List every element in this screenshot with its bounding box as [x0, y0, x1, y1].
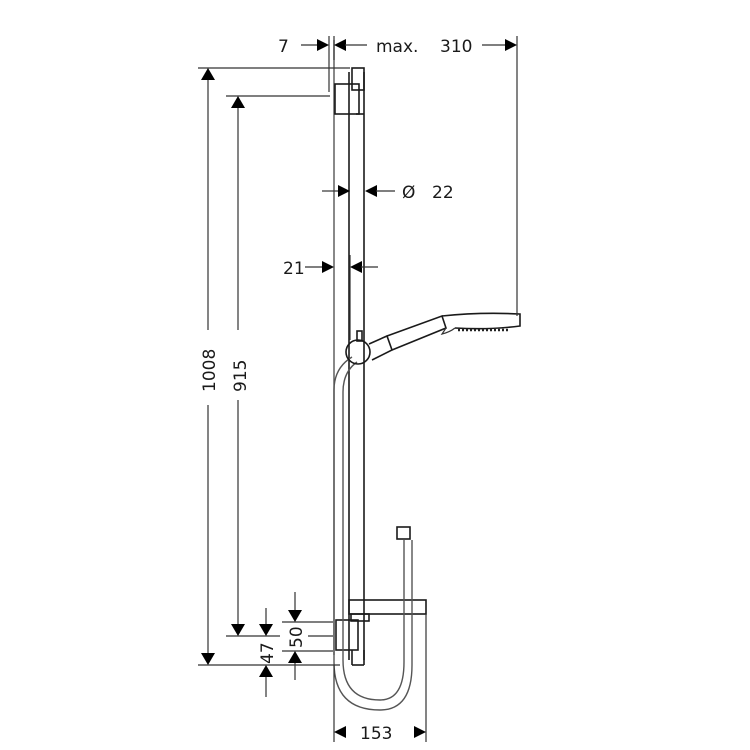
- dim-diameter-symbol: Ø: [402, 183, 415, 203]
- dim-total-height: 1008: [200, 349, 220, 392]
- dimension-lower: 47 50: [258, 592, 333, 697]
- dim-handshower-reach: 310: [440, 37, 472, 57]
- dim-max-label: max.: [376, 37, 418, 57]
- dimension-diameter: Ø 22: [322, 183, 454, 203]
- dim-lower-offset: 47: [258, 642, 278, 664]
- hand-shower: [345, 312, 521, 365]
- shower-hose: [333, 356, 413, 711]
- dim-bracket-height: 50: [287, 626, 307, 648]
- dimension-mount-spacing: 915: [226, 95, 330, 637]
- dim-rail-offset: 7: [278, 37, 289, 57]
- dimension-top: 7 max. 310: [278, 36, 518, 316]
- dim-mount-spacing: 915: [231, 360, 251, 392]
- dimension-total-height: 1008: [198, 67, 350, 666]
- dim-hose-width: 153: [360, 724, 392, 744]
- dimension-depth: 21: [283, 259, 378, 279]
- dim-rail-depth: 21: [283, 259, 305, 279]
- dimension-hose-width: 153: [333, 614, 427, 744]
- dim-rail-diameter: 22: [432, 183, 454, 203]
